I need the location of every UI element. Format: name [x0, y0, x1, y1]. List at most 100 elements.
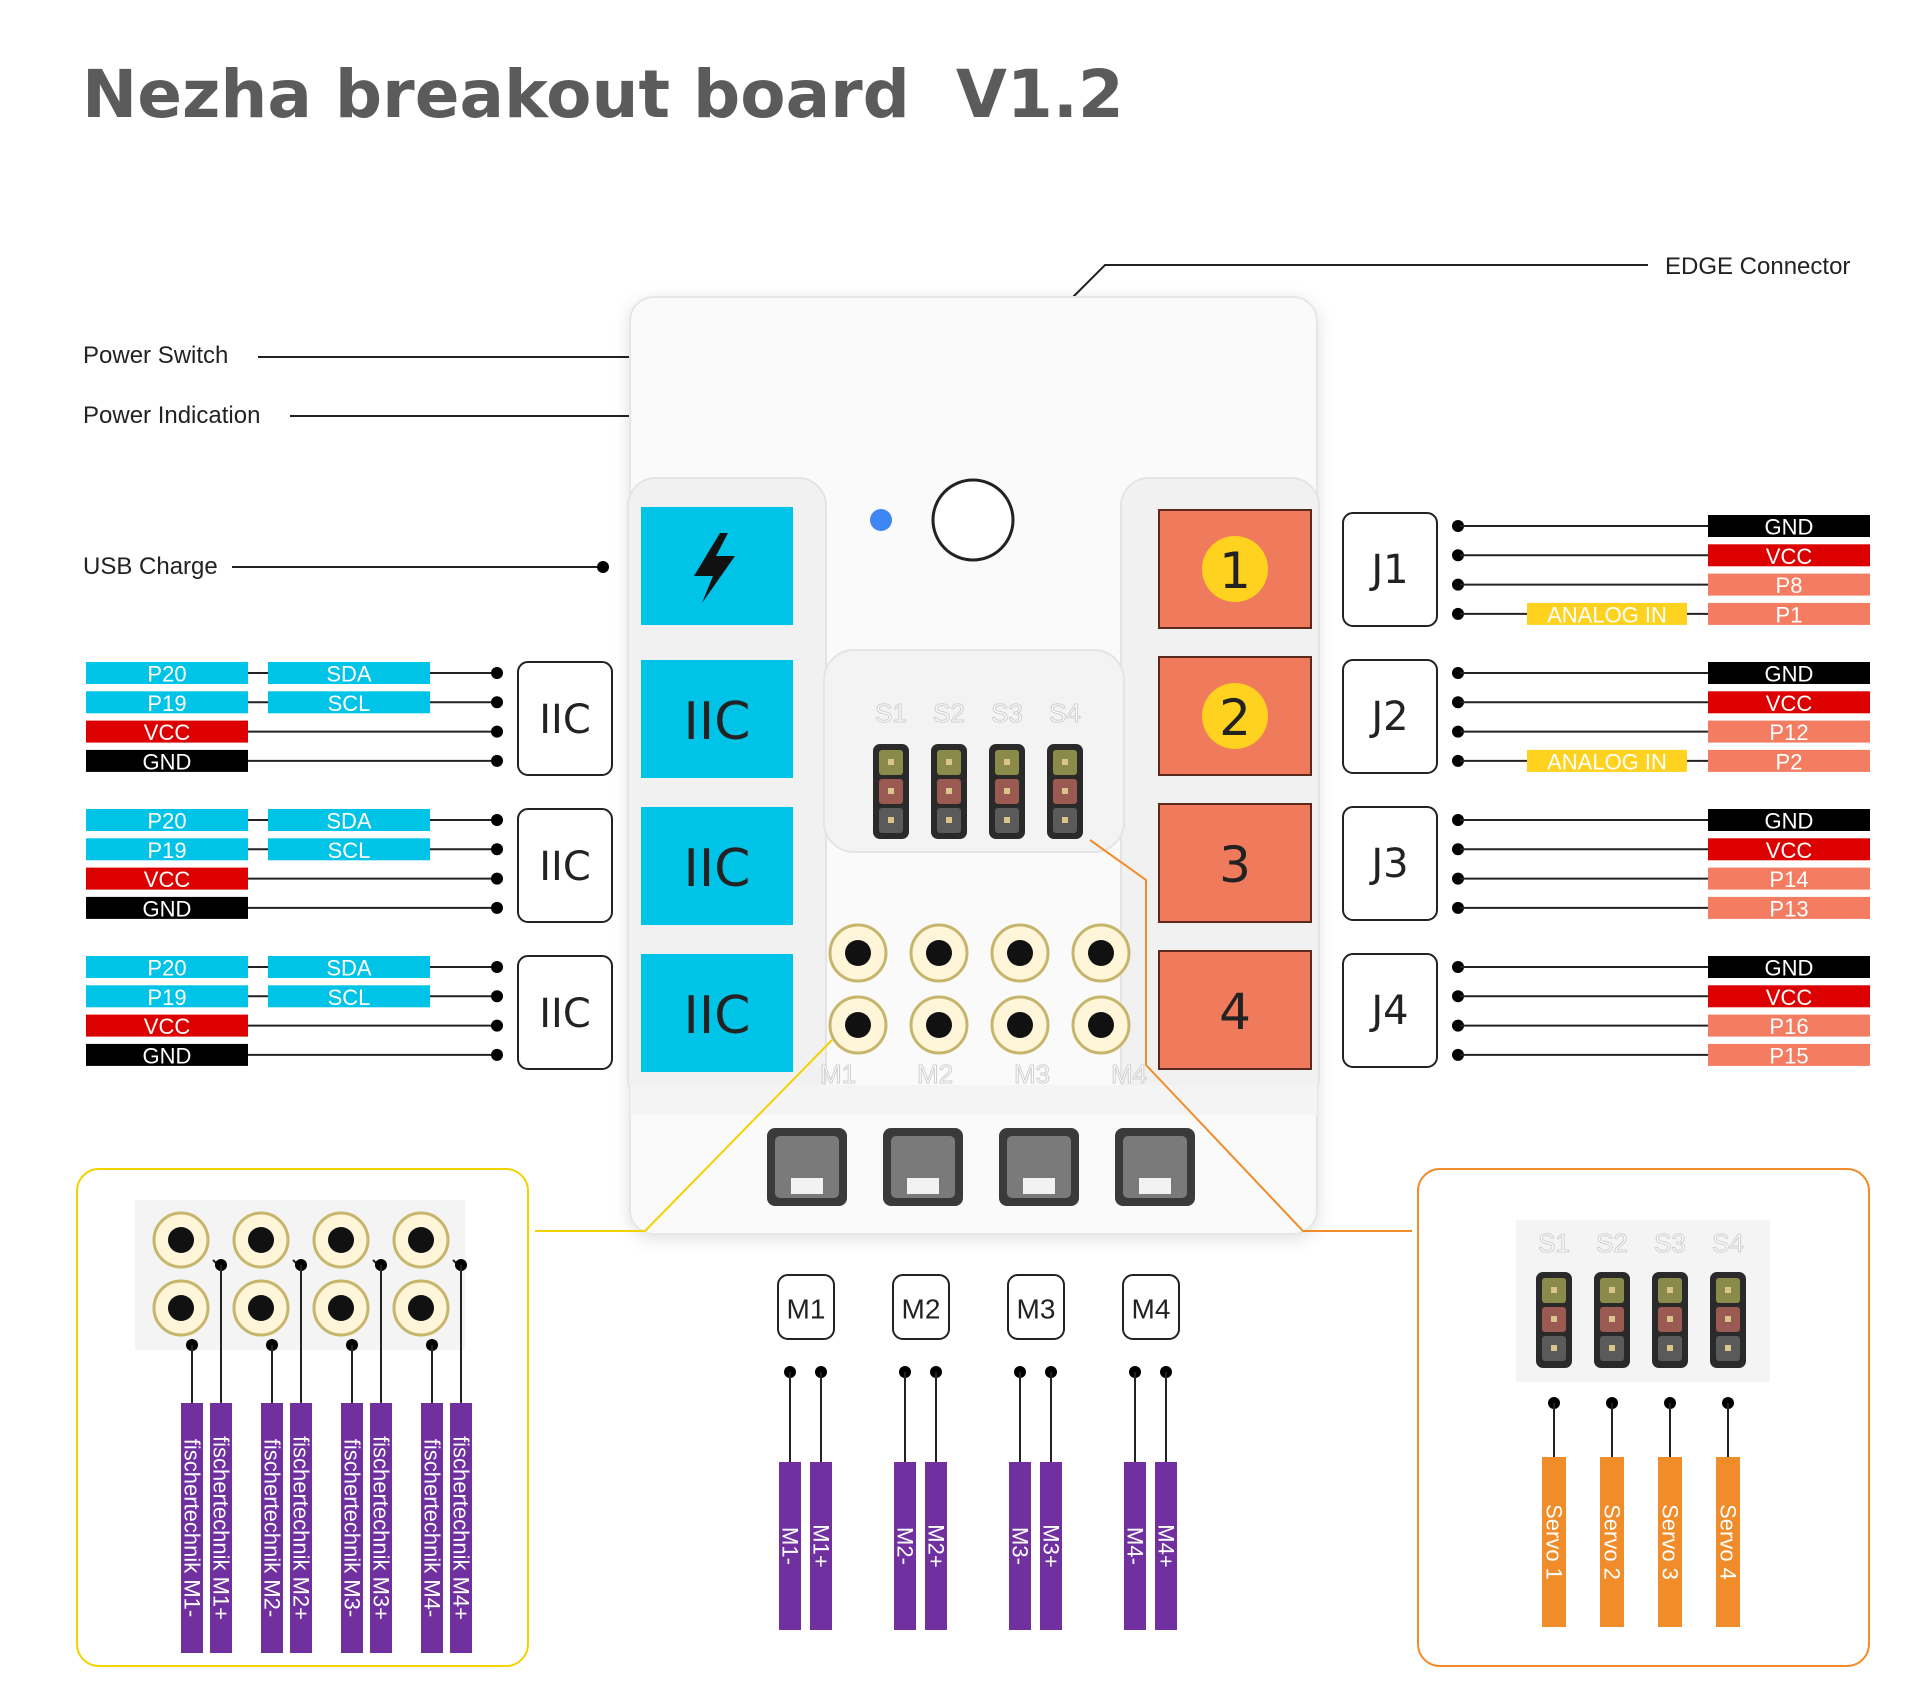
- wire-dot: [1452, 990, 1464, 1003]
- pin-tag: [1708, 691, 1870, 714]
- pin-tag: [1708, 809, 1870, 831]
- function-tag: [268, 985, 430, 1008]
- servo-pin-hole: [1062, 759, 1068, 765]
- pin-tag-label: P20: [147, 956, 186, 981]
- motor-socket-latch: [791, 1178, 823, 1194]
- function-tag: [268, 662, 430, 684]
- fischertechnik-label: fischertechnik M3-: [340, 1439, 365, 1618]
- pin-tag: [1708, 896, 1870, 919]
- pin-tag-label: VCC: [144, 1014, 191, 1039]
- pin-tag: [86, 985, 248, 1008]
- servo-detail-pin-hole: [1667, 1345, 1673, 1351]
- port-number-badge: [1202, 536, 1268, 602]
- servo-output-tag: [1542, 1457, 1566, 1627]
- wire-dot: [491, 1048, 503, 1061]
- pin-tag-label: P8: [1776, 573, 1803, 598]
- servo-output-label: Servo 1: [1542, 1504, 1567, 1580]
- motor-socket-latch: [907, 1178, 939, 1194]
- pin-tag: [1708, 662, 1870, 684]
- pin-tag: [1708, 720, 1870, 743]
- wire-dot: [491, 696, 503, 709]
- wire-dot: [1452, 1019, 1464, 1032]
- wire-dot: [1452, 578, 1464, 591]
- usb-charge-callout: USB Charge: [83, 553, 609, 580]
- servo-pin-hole: [888, 788, 894, 794]
- fischertechnik-terminal-hole: [328, 1227, 354, 1253]
- function-tag-label: SCL: [328, 985, 371, 1010]
- motor-pin-tag: [925, 1462, 947, 1630]
- fischertechnik-tag: [181, 1403, 203, 1653]
- motor-pin-label: M4+: [1154, 1524, 1179, 1567]
- pin-tag: [86, 720, 248, 743]
- motor-terminal-hole: [1007, 940, 1033, 966]
- pin-tag-label: P19: [147, 838, 186, 863]
- iic-block-label: IIC: [684, 839, 751, 899]
- motor-terminal-hole: [1088, 940, 1114, 966]
- function-tag: [268, 838, 430, 861]
- motor-terminal-hole: [1088, 1012, 1114, 1038]
- pin-tag-label: VCC: [144, 867, 191, 892]
- pin-tag: [86, 691, 248, 714]
- motor-name-label: M3: [1017, 1294, 1056, 1325]
- wire-dot: [1452, 961, 1464, 973]
- wire-dot: [1452, 872, 1464, 885]
- fischertechnik-label: fischertechnik M1+: [209, 1436, 234, 1620]
- servo-detail-pin-hole: [1551, 1345, 1557, 1351]
- motor-terminal-label: M3: [1014, 1059, 1050, 1089]
- iic-block-label: IIC: [684, 692, 751, 752]
- fischertechnik-terminal-hole: [408, 1227, 434, 1253]
- servo-pin-hole: [888, 817, 894, 823]
- j-port-label: J3: [1368, 841, 1408, 887]
- wire-dot: [1452, 696, 1464, 709]
- pin-tag: [1708, 956, 1870, 978]
- wire-dot: [491, 961, 503, 973]
- wire-dot: [1452, 1048, 1464, 1061]
- j-block-label: 1: [1219, 542, 1251, 600]
- fischertechnik-terminal-hole: [168, 1227, 194, 1253]
- pin-tag: [86, 867, 248, 890]
- servo-detail-pin-hole: [1609, 1345, 1615, 1351]
- fischertechnik-label: fischertechnik M2+: [289, 1436, 314, 1620]
- pin-tag: [1708, 867, 1870, 890]
- wire-dot: [491, 843, 503, 856]
- fischertechnik-terminal-hole: [328, 1295, 354, 1321]
- function-tag-label: SCL: [328, 838, 371, 863]
- motor-pin-tag: [894, 1462, 916, 1630]
- pin-tag-label: P20: [147, 809, 186, 834]
- pin-tag: [1708, 1014, 1870, 1037]
- fischertechnik-label: fischertechnik M2-: [260, 1439, 285, 1618]
- motor-terminal-hole: [926, 1012, 952, 1038]
- power-switch-label: Power Switch: [83, 342, 228, 369]
- pin-tag-label: P19: [147, 691, 186, 716]
- pin-tag-label: P16: [1769, 1014, 1808, 1039]
- edge-connector-label: EDGE Connector: [1665, 253, 1850, 280]
- power-switch-button[interactable]: [931, 478, 1015, 562]
- fischertechnik-panel: fischertechnik M1-fischertechnik M1+fisc…: [76, 1039, 833, 1667]
- servo-detail-pin-hole: [1609, 1287, 1615, 1293]
- fischertechnik-label: fischertechnik M4+: [449, 1436, 474, 1620]
- motor-pin-label: M1+: [809, 1524, 834, 1567]
- edge-connector-callout: EDGE Connector: [1069, 253, 1850, 301]
- analog-in-label: ANALOG IN: [1547, 749, 1667, 774]
- fischertechnik-label: fischertechnik M4-: [420, 1439, 445, 1618]
- wire-dot: [1452, 520, 1464, 532]
- motor-socket-latch: [1139, 1178, 1171, 1194]
- fischertechnik-tag: [210, 1403, 232, 1653]
- servo-pin-hole: [1004, 759, 1010, 765]
- servo-output-label: Servo 3: [1658, 1504, 1683, 1580]
- iic-port-label: IIC: [539, 697, 591, 743]
- wire-dot: [1452, 814, 1464, 826]
- motor-name-box: [892, 1274, 950, 1340]
- servo-pin-hole: [946, 788, 952, 794]
- fischertechnik-tag: [450, 1403, 472, 1653]
- fischertechnik-terminal-hole: [248, 1295, 274, 1321]
- page-title: Nezha breakout board V1.2: [82, 56, 1124, 133]
- servo-pin-hole: [1062, 817, 1068, 823]
- motor-pin-label: M3-: [1008, 1527, 1033, 1565]
- pin-tag-label: P12: [1769, 720, 1808, 745]
- pin-tag-label: VCC: [1766, 691, 1813, 716]
- function-tag-label: SCL: [328, 691, 371, 716]
- pin-tag: [1708, 985, 1870, 1008]
